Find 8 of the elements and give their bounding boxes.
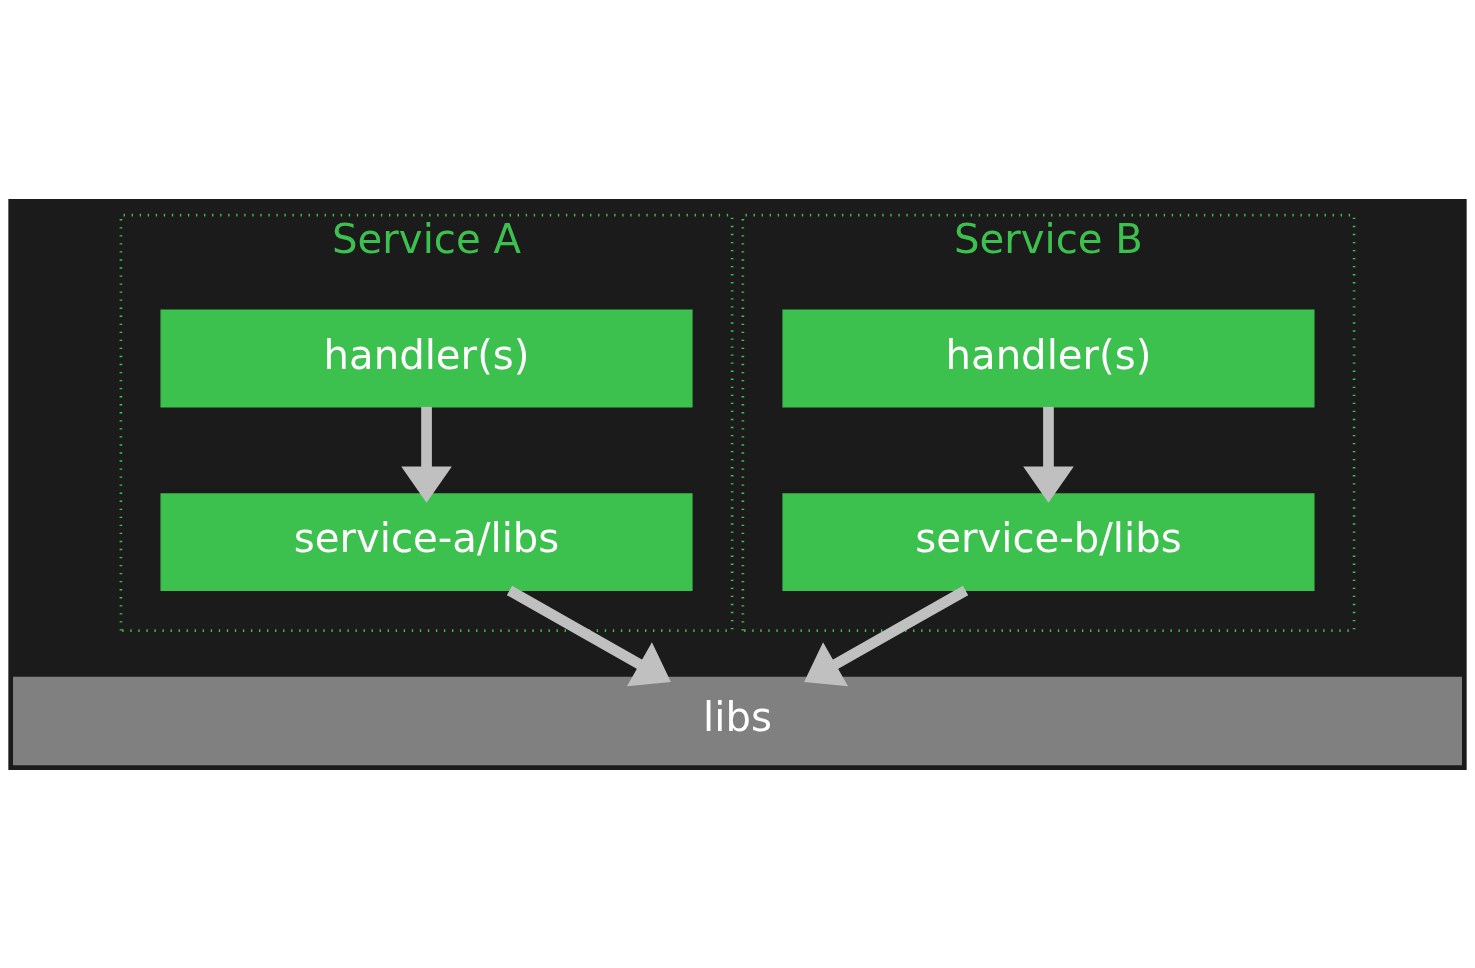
node-box: handler(s)	[782, 309, 1315, 407]
node-box: handler(s)	[160, 309, 693, 407]
node-box: libs	[13, 676, 1462, 765]
arrow	[401, 406, 452, 503]
arrow	[1023, 406, 1074, 503]
arrow	[804, 585, 969, 686]
node-box: service-a/libs	[160, 492, 693, 591]
node-box: service-b/libs	[782, 492, 1315, 591]
